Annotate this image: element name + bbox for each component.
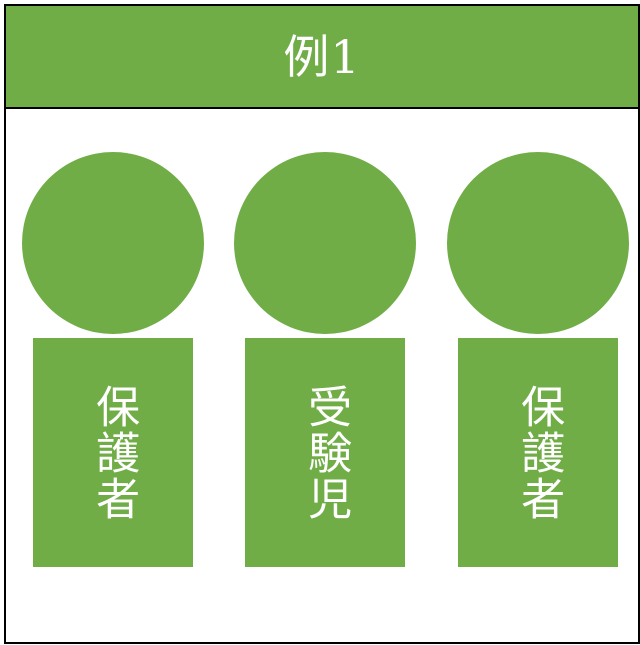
person-body-box: 受験児 [245, 338, 405, 567]
person-body-box: 保護者 [33, 338, 193, 567]
header-banner: 例1 [6, 6, 638, 109]
role-label-guardian-right: 保護者 [513, 383, 565, 522]
page-title: 例1 [283, 29, 361, 84]
person-head-circle [234, 152, 416, 334]
person-body-box: 保護者 [458, 338, 618, 567]
person-head-circle [22, 152, 204, 334]
role-label-guardian-left: 保護者 [88, 383, 140, 522]
role-label-examinee: 受験児 [300, 383, 352, 522]
person-head-circle [447, 152, 629, 334]
